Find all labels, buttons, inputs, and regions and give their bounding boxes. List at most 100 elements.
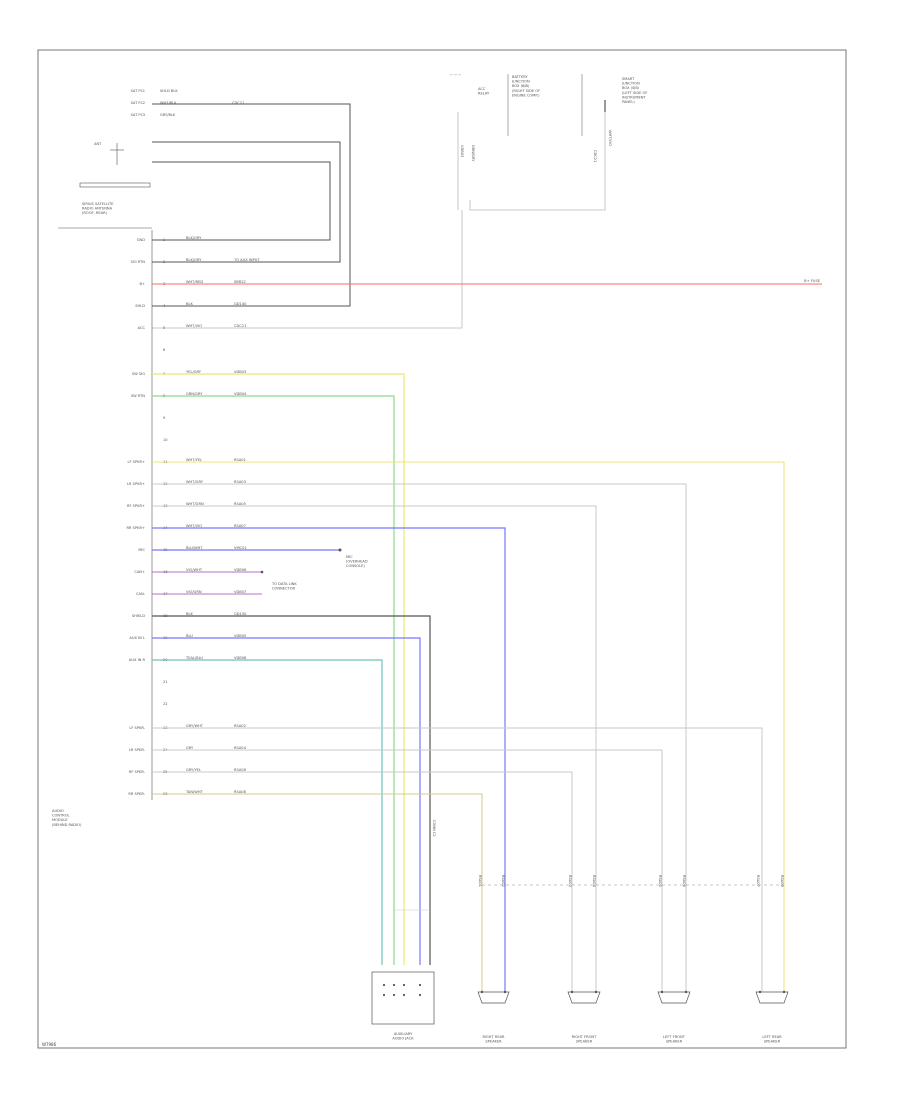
radio-pin-wire: GRN/GRY xyxy=(186,392,203,396)
radio-pin-code: RSA06 xyxy=(234,768,247,772)
radio-pin-wire: BLK/GRY xyxy=(186,258,202,262)
ecu-feed xyxy=(469,110,606,211)
aux-jack-pin xyxy=(392,993,396,997)
antenna-pin-wire: WHT/BLK xyxy=(160,101,177,105)
wire-lf-spkr-minus xyxy=(152,727,763,992)
speaker-wire-code: RSA04 xyxy=(592,875,596,888)
radio-pin-label: AUX IN R xyxy=(129,658,146,662)
antenna-pin-label: SAT FS2 xyxy=(131,101,145,105)
radio-pin-code: RSA02 xyxy=(234,724,246,728)
radio-pin-code: RSA08 xyxy=(234,790,247,794)
wire-rr-spkr-plus xyxy=(152,527,506,992)
radio-pin-wire: BLK/GRY xyxy=(186,236,202,240)
radio-pin-wire: GRY/YEL xyxy=(186,768,201,772)
mic-terminal xyxy=(338,548,342,552)
ecu-wire-code: CDC21 xyxy=(593,150,597,162)
wire-sw-sig xyxy=(152,373,405,965)
radio-pin-code: RSA01 xyxy=(234,458,246,462)
radio-pin-wire: TAN/WHT xyxy=(185,790,204,794)
radio-pin-number: 10 xyxy=(163,438,168,442)
radio-pin-label: LF SPKR+ xyxy=(127,460,145,464)
radio-pin-code: VDB08 xyxy=(234,656,247,660)
speaker-icon xyxy=(477,991,510,1004)
radio-pin-code: GD150 xyxy=(234,612,247,616)
diagram-frame xyxy=(37,49,847,1049)
radio-pin-wire: VIO/GRN xyxy=(186,590,202,594)
antenna-pin-label: SAT FS3 xyxy=(131,113,145,117)
aux-jack-pin xyxy=(402,983,406,987)
wire-lr-spkr-minus xyxy=(152,749,663,992)
radio-pin-label: B+ xyxy=(140,282,145,286)
radio-pin-wire: WHT/VIO xyxy=(186,324,202,328)
radio-pin-wire: WHT/RED xyxy=(186,280,203,284)
diagram-code: W7986 xyxy=(42,1042,57,1047)
speaker-wire-code: RSA05 xyxy=(658,875,662,887)
wire-aux-l xyxy=(152,637,421,965)
radio-pin-label: RR SPKR- xyxy=(128,792,145,796)
wire-rf-spkr-plus xyxy=(152,505,597,992)
radio-pin-wire: WHT/VIO xyxy=(186,524,202,528)
radio-pin-label: CAN- xyxy=(136,592,146,596)
radio-pin-code: RSA07 xyxy=(234,524,246,528)
radio-pin-wire: GRY xyxy=(186,746,194,750)
radio-pin-label: SHLD xyxy=(135,304,145,308)
radio-pin-code: VMC01 xyxy=(234,546,247,550)
aux-jack-pin xyxy=(418,983,422,987)
ecu-wire-color: WHT/VIO xyxy=(608,130,612,146)
antenna-pin-wire: GRY/BLK xyxy=(160,113,176,117)
radio-pin-label: AUX IN L xyxy=(129,636,145,640)
wire-aux-r xyxy=(152,659,383,965)
radio-pin-wire: VIO/WHT xyxy=(186,568,203,572)
radio-pin-code: VDB07 xyxy=(234,590,246,594)
radio-pin-wire: YEL/GRY xyxy=(186,370,202,374)
wire-gnd-loop xyxy=(152,103,351,307)
b-plus-destination: B+ FUSE xyxy=(804,279,821,283)
radio-pin-code: VDB06 xyxy=(234,568,247,572)
speaker-terminal xyxy=(594,990,598,994)
radio-pin-code: RSA03 xyxy=(234,480,246,484)
radio-pin-wire: WHT/GRY xyxy=(186,480,204,484)
antenna-connector xyxy=(79,182,151,188)
aux-jack-pin xyxy=(392,983,396,987)
speaker-terminal xyxy=(570,990,574,994)
wire-acc xyxy=(152,210,463,329)
speaker-terminal xyxy=(503,990,507,994)
relay-wire-code: VDB03 xyxy=(460,145,464,157)
wire-rr-spkr-minus xyxy=(152,793,483,992)
radio-pin-wire: GRY/WHT xyxy=(186,724,204,728)
radio-pin-code: SBR22 xyxy=(234,280,246,284)
speaker-terminal xyxy=(660,990,664,994)
antenna-wire-code: CDC21 xyxy=(232,101,244,105)
radio-pin-code: GD140 xyxy=(234,302,247,306)
speaker-wire-code: RSA02 xyxy=(501,875,505,887)
radio-pin-label: ACC xyxy=(138,326,146,330)
speaker-icon xyxy=(755,991,789,1004)
radio-pin-number: 6 xyxy=(163,348,166,352)
radio-pin-wire: WHT/YEL xyxy=(186,458,202,462)
speaker-icon xyxy=(567,991,601,1004)
speaker-wire-code: RSA06 xyxy=(682,875,686,888)
speaker-terminal xyxy=(684,990,688,994)
radio-pin-code: VDB04 xyxy=(234,392,247,396)
radio-pin-wire: BLU xyxy=(186,634,193,638)
radio-pin-code: RSA04 xyxy=(234,746,247,750)
aux-conn-label: CONN C2 xyxy=(432,820,436,837)
speaker-wire-code: RSA07 xyxy=(756,875,760,887)
speaker-terminal xyxy=(782,990,786,994)
radio-pin-label: RF SPKR+ xyxy=(127,504,145,508)
radio-pin-code: VDB03 xyxy=(234,370,246,374)
aux-jack-pin xyxy=(418,993,422,997)
can-terminal xyxy=(260,570,264,574)
radio-pin-label: MIC xyxy=(138,548,145,552)
relay-wire-color: GRN/GRY xyxy=(471,145,475,162)
radio-pin-label: SW SIG xyxy=(132,372,145,376)
